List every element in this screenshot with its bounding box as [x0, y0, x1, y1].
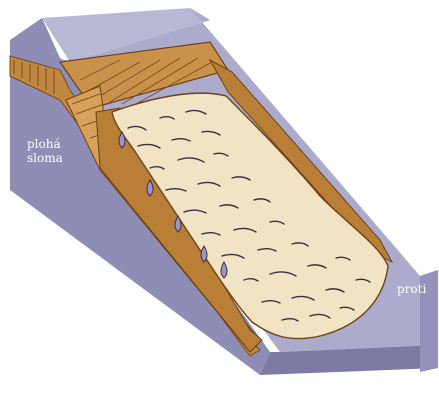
label-slip-plane-line1: plohá [27, 137, 61, 151]
label-toe: proti [397, 282, 426, 296]
label-slip-plane-line2: sloma [27, 151, 63, 165]
